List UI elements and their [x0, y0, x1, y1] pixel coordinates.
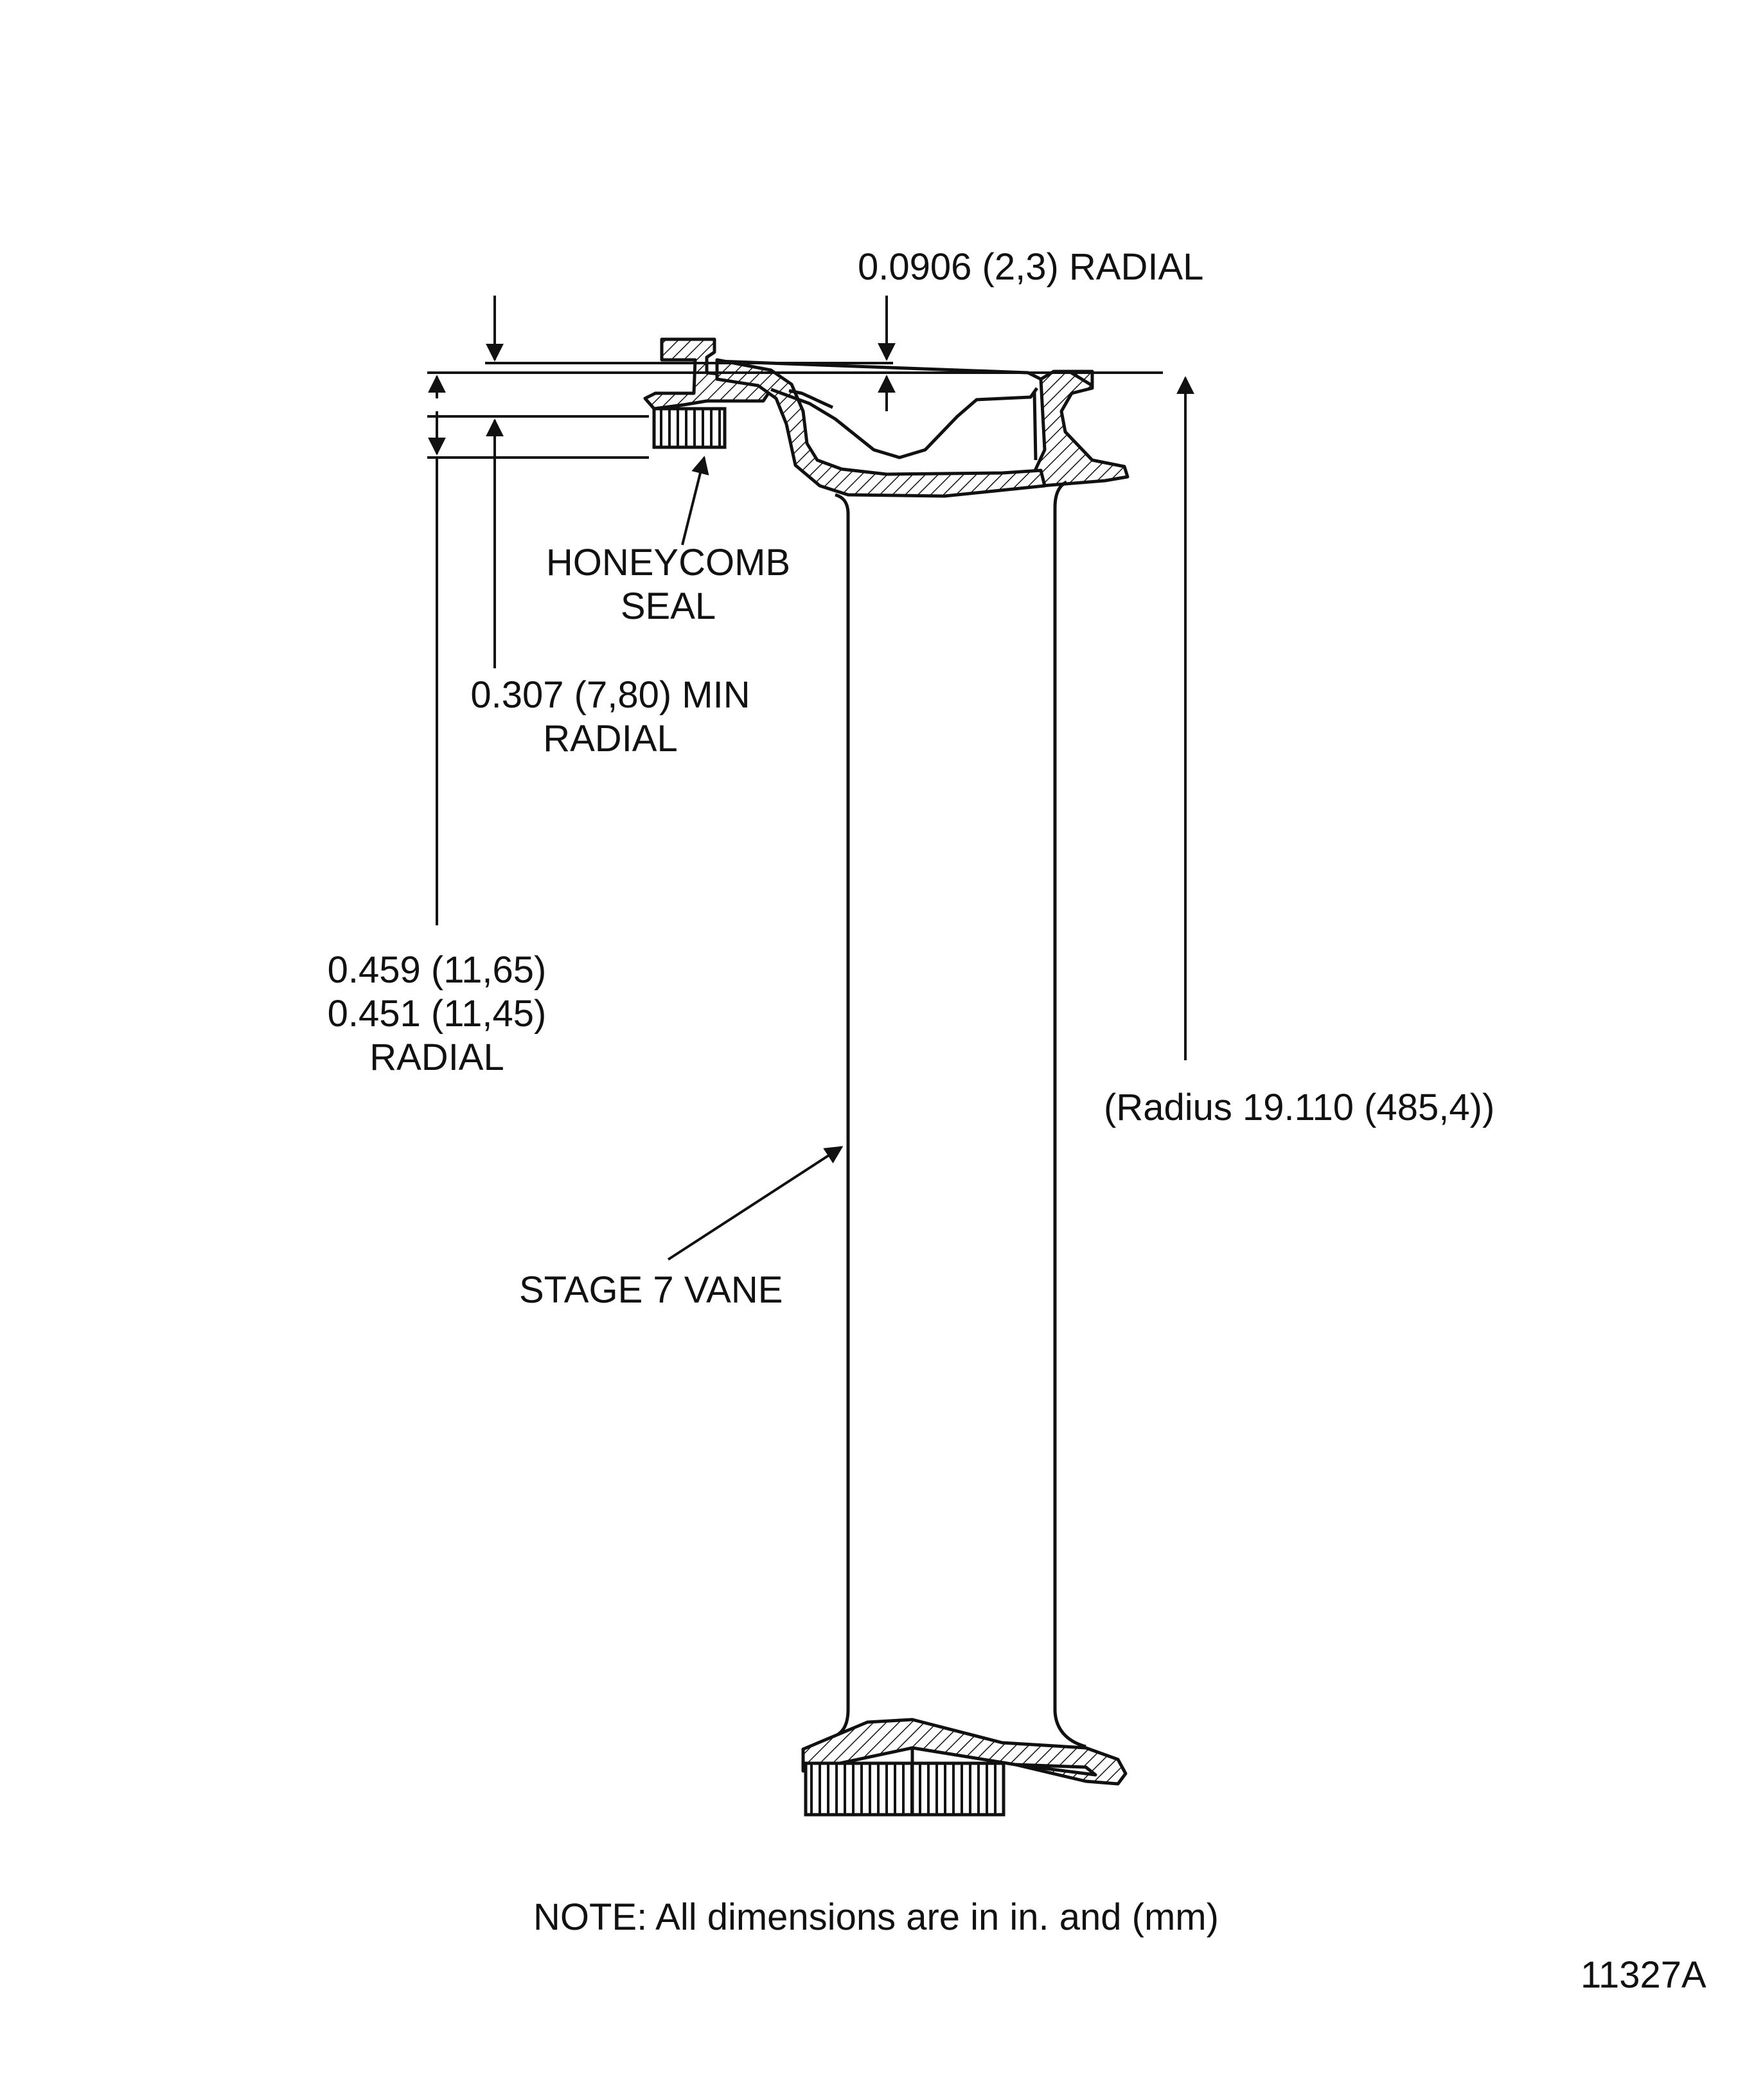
radial-range-label: 0.459 (11,65) 0.451 (11,45) RADIAL [296, 948, 578, 1080]
gap-radial-label: 0.0906 (2,3) RADIAL [858, 246, 1204, 288]
range-line3: RADIAL [369, 1037, 504, 1078]
figure-id: 11327A [1581, 1954, 1706, 1996]
vane-airfoil [828, 480, 1086, 1749]
min-radial-label: 0.307 (7,80) MIN RADIAL [450, 673, 771, 761]
honeycomb-seal-label: HONEYCOMB SEAL [527, 541, 810, 628]
honeycomb-seal-bottom [804, 1761, 1005, 1817]
dimension-lines [427, 296, 1194, 1261]
dimensions-note: NOTE: All dimensions are in in. and (mm) [533, 1896, 1219, 1938]
range-line2: 0.451 (11,45) [327, 993, 547, 1035]
range-line1: 0.459 (11,65) [327, 949, 547, 991]
honeycomb-label-line2: SEAL [620, 585, 716, 627]
honeycomb-label-line1: HONEYCOMB [545, 542, 791, 583]
min-radial-line2: RADIAL [543, 718, 678, 760]
honeycomb-seal-top [652, 407, 727, 449]
min-radial-line1: 0.307 (7,80) MIN [470, 674, 750, 716]
radius-label: (Radius 19.110 (485,4)) [1104, 1087, 1495, 1128]
stage-7-vane-label: STAGE 7 VANE [519, 1269, 783, 1311]
